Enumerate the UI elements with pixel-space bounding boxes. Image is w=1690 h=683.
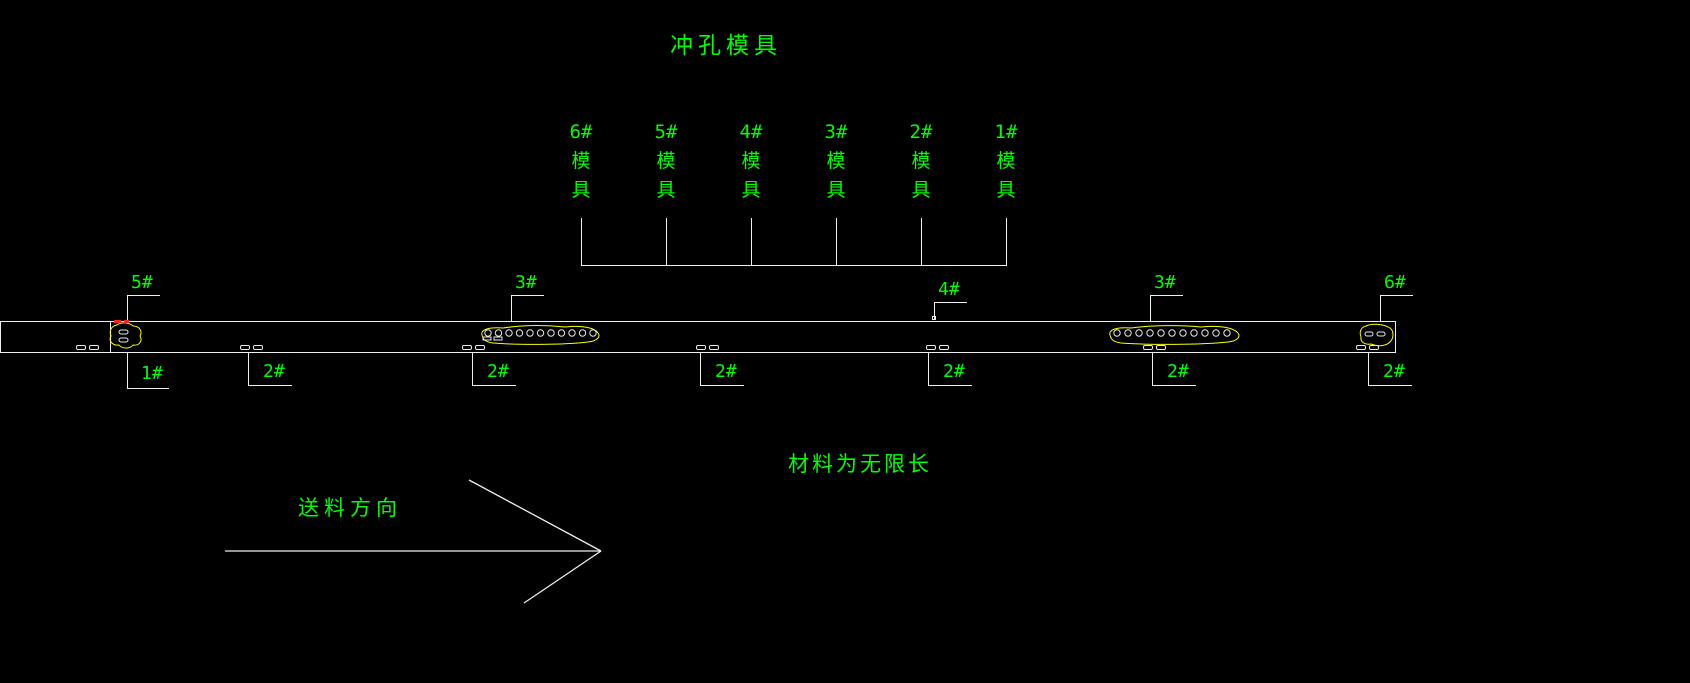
leader-shelf (472, 385, 516, 386)
die-char: 具 (741, 179, 761, 201)
leader-shelf (127, 295, 160, 296)
leader-shelf (1368, 385, 1412, 386)
die-label-6: 6# 模 具 (568, 118, 594, 205)
leader-line (700, 352, 701, 386)
leader-line (127, 352, 128, 389)
die-number: 5# (654, 121, 678, 143)
leader-shelf (1152, 385, 1196, 386)
pilot-slot (926, 345, 936, 350)
strip-top-label: 6# (1384, 272, 1406, 293)
strip-bottom-label: 2# (263, 361, 285, 382)
leader-line (1380, 296, 1381, 321)
pilot-slot (1356, 345, 1366, 350)
die-number: 2# (909, 121, 933, 143)
drawing-title: 冲孔模具 (670, 33, 782, 59)
leader-line (248, 352, 249, 386)
strip-top-label: 3# (1154, 272, 1176, 293)
leader-line (1152, 352, 1153, 386)
die-char: 模 (996, 150, 1016, 172)
die-char: 具 (996, 179, 1016, 201)
strip-bottom-label: 2# (1383, 361, 1405, 382)
die-leader-tick (751, 218, 752, 265)
pilot-slot (1143, 345, 1153, 350)
red-mark (124, 320, 129, 323)
leader-line (472, 352, 473, 386)
die-char: 具 (911, 179, 931, 201)
leader-line (934, 303, 935, 319)
punch-feature-left (109, 320, 142, 349)
die-label-2: 2# 模 具 (908, 118, 934, 205)
red-mark (114, 320, 121, 323)
die-char: 模 (826, 150, 846, 172)
die-label-5: 5# 模 具 (653, 118, 679, 205)
die-number: 6# (569, 121, 593, 143)
strip-bottom-label: 2# (943, 361, 965, 382)
strip-bottom-label: 1# (141, 363, 163, 384)
leader-line (928, 352, 929, 386)
die-char: 模 (571, 150, 591, 172)
pilot-slot (696, 345, 706, 350)
strip-bottom-label: 2# (487, 361, 509, 382)
strip-top-label: 5# (131, 272, 153, 293)
die-char: 模 (911, 150, 931, 172)
leader-line (511, 296, 512, 321)
strip-left-edge (0, 321, 1, 353)
leader-shelf (511, 295, 544, 296)
die-number: 3# (824, 121, 848, 143)
die-leader-tick (666, 218, 667, 265)
leader-line (1150, 296, 1151, 321)
pilot-slot (462, 345, 472, 350)
die-leader-tick (581, 218, 582, 265)
leader-shelf (934, 302, 967, 303)
punch-feature-3-first (481, 325, 600, 345)
die-char: 具 (656, 179, 676, 201)
leader-shelf (1150, 295, 1183, 296)
pierce-mark (932, 316, 936, 320)
punch-feature-3-second (1109, 325, 1240, 345)
leader-shelf (700, 385, 744, 386)
strip-top-label: 3# (515, 272, 537, 293)
die-char: 具 (571, 179, 591, 201)
leader-shelf (1380, 295, 1413, 296)
pilot-slot (89, 345, 99, 350)
pilot-slot (240, 345, 250, 350)
die-char: 模 (741, 150, 761, 172)
die-char: 模 (656, 150, 676, 172)
strip-bottom-label: 2# (1167, 361, 1189, 382)
strip-top-edge (0, 321, 1396, 322)
strip-bottom-label: 2# (715, 361, 737, 382)
die-label-1: 1# 模 具 (993, 118, 1019, 205)
die-leader-tick (836, 218, 837, 265)
pilot-slot (939, 345, 949, 350)
leader-line (127, 296, 128, 321)
strip-bottom-edge (0, 352, 1396, 353)
pilot-slot (1156, 345, 1166, 350)
die-leader-tick (921, 218, 922, 265)
pilot-slot (709, 345, 719, 350)
strip-top-label: 4# (938, 279, 960, 300)
leader-shelf (248, 385, 292, 386)
leader-shelf (127, 388, 169, 389)
material-note: 材料为无限长 (788, 452, 932, 476)
die-number: 4# (739, 121, 763, 143)
feed-direction-arrow (225, 479, 602, 604)
die-leader-tick (1006, 218, 1007, 265)
punch-feature-6 (1359, 323, 1394, 347)
die-label-3: 3# 模 具 (823, 118, 849, 205)
strip-right-edge (1395, 321, 1396, 353)
pilot-slot (475, 345, 485, 350)
die-comb-line (581, 265, 1007, 266)
die-number: 1# (994, 121, 1018, 143)
leader-shelf (928, 385, 972, 386)
pilot-slot (253, 345, 263, 350)
die-char: 具 (826, 179, 846, 201)
feed-direction-label: 送料方向 (298, 496, 402, 520)
leader-line (1368, 352, 1369, 386)
pilot-slot (76, 345, 86, 350)
die-label-4: 4# 模 具 (738, 118, 764, 205)
